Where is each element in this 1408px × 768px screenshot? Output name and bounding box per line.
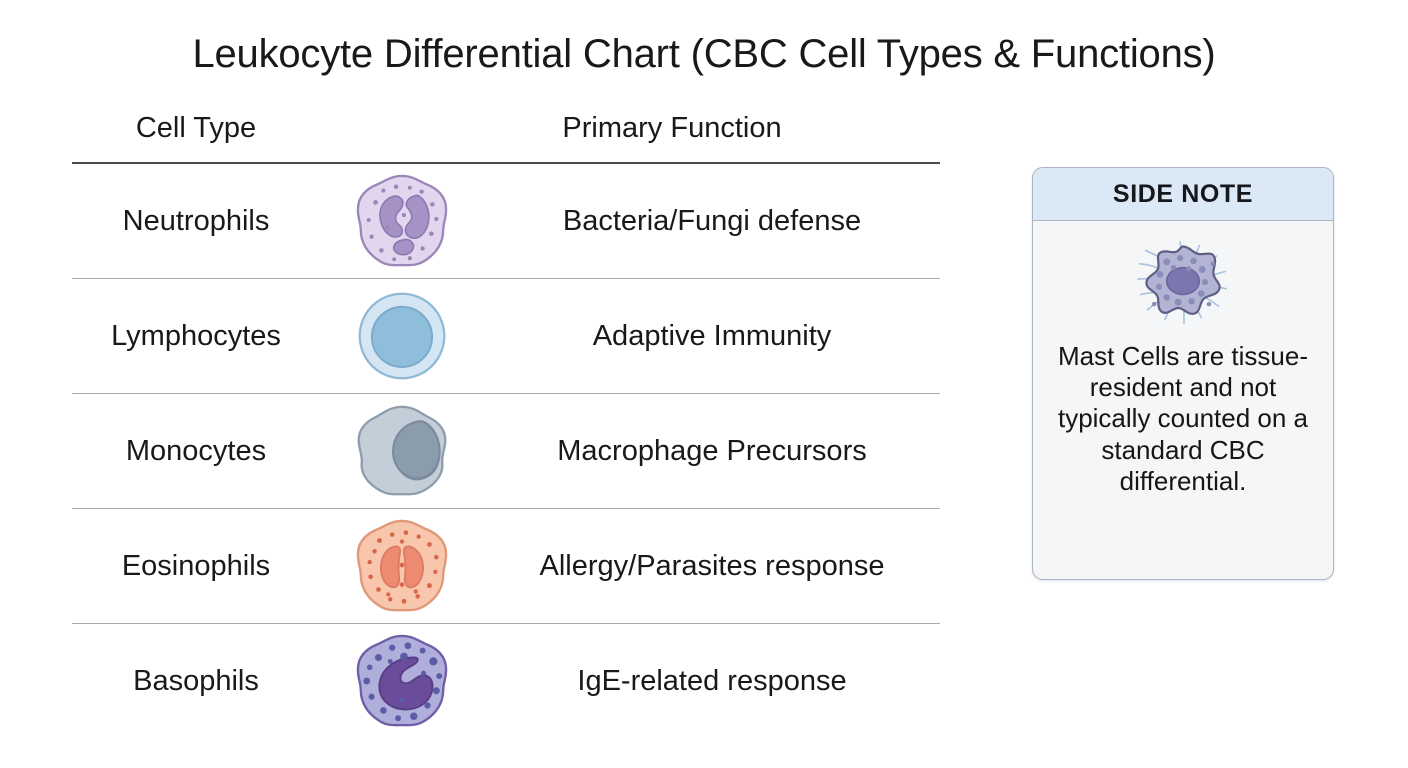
primary-function-label: Adaptive Immunity xyxy=(592,319,832,352)
header-divider xyxy=(72,162,940,164)
monocyte-cell-icon xyxy=(324,394,480,508)
table-row: Basophils IgE-related response xyxy=(72,624,940,738)
neutrophil-cell-icon xyxy=(324,164,480,278)
lymphocyte-cell-icon xyxy=(324,279,480,393)
column-header-primary-function: Primary Function xyxy=(562,112,782,144)
table-row: Eosinophils Aller xyxy=(72,509,940,623)
row-divider xyxy=(72,508,940,509)
cell-type-label: Eosinophils xyxy=(121,549,271,582)
cell-type-label: Basophils xyxy=(133,664,259,697)
column-header-cell-type: Cell Type xyxy=(135,112,257,144)
cell-type-label: Monocytes xyxy=(125,434,267,467)
row-divider xyxy=(72,278,940,279)
table-row: Monocytes Macrophage Precursors xyxy=(72,394,940,508)
primary-function-label: Bacteria/Fungi defense xyxy=(562,204,862,237)
mast-cell-icon xyxy=(1127,235,1239,331)
table-header-row: Cell Type Primary Function xyxy=(72,112,940,162)
side-note-text: Mast Cells are tissue-resident and not t… xyxy=(1057,341,1309,496)
leukocyte-table: Cell Type Primary Function Neutrophils xyxy=(72,112,940,738)
primary-function-label: IgE-related response xyxy=(577,664,847,697)
side-note-panel: SIDE NOTE xyxy=(1032,167,1334,580)
primary-function-label: Macrophage Precursors xyxy=(557,434,867,467)
row-divider xyxy=(72,623,940,624)
side-note-header: SIDE NOTE xyxy=(1033,168,1333,221)
basophil-cell-icon xyxy=(324,624,480,738)
side-note-body: Mast Cells are tissue-resident and not t… xyxy=(1033,221,1333,507)
table-row: Neutrophils Bacteria/Fungi def xyxy=(72,164,940,278)
primary-function-label: Allergy/Parasites response xyxy=(539,549,885,582)
row-divider xyxy=(72,393,940,394)
cell-type-label: Lymphocytes xyxy=(111,319,281,352)
cell-type-label: Neutrophils xyxy=(122,204,270,237)
page-title: Leukocyte Differential Chart (CBC Cell T… xyxy=(192,32,1216,76)
eosinophil-cell-icon xyxy=(324,509,480,623)
table-row: Lymphocytes Adaptive Immunity xyxy=(72,279,940,393)
